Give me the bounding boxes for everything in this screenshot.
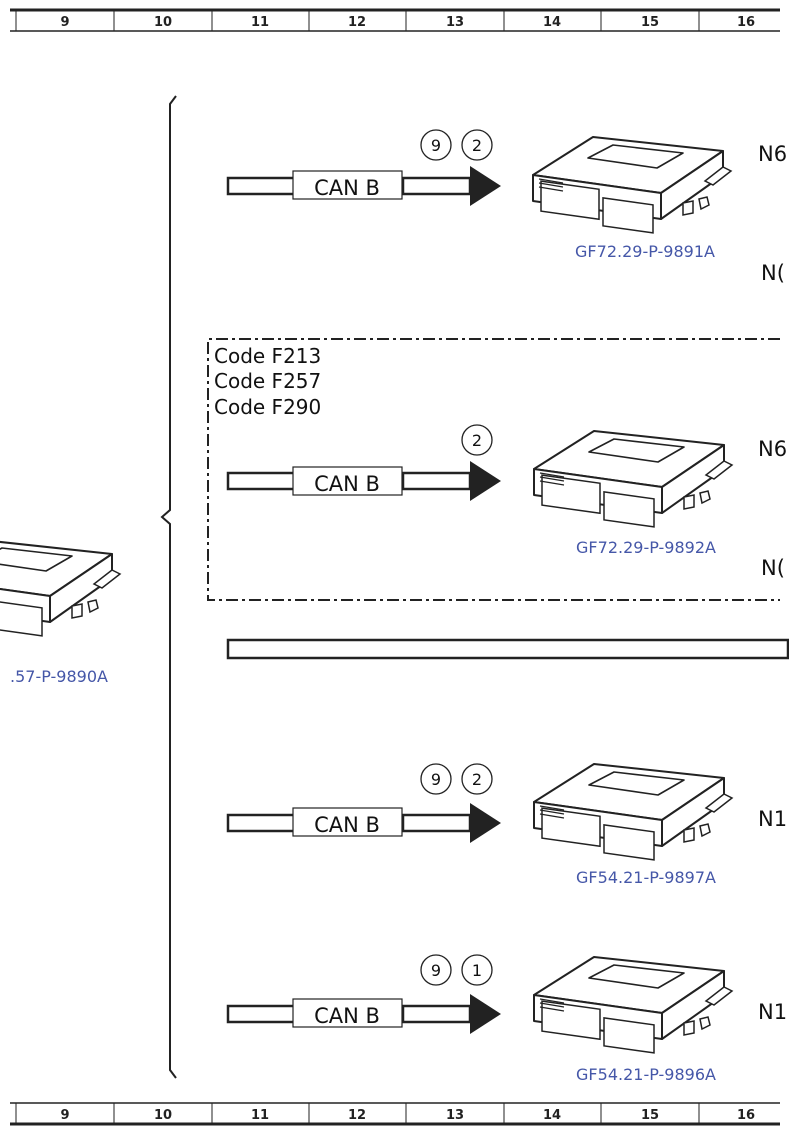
reference-link[interactable]: GF54.21-P-9897A — [576, 868, 716, 887]
grouping-brace — [160, 95, 177, 1079]
ruler-number: 16 — [737, 1108, 755, 1123]
can-bus-label: CAN B — [314, 472, 380, 496]
code-box: Code F213 Code F257 Code F290 — [207, 338, 780, 601]
connector-circle: 2 — [472, 136, 482, 155]
ruler-number: 9 — [60, 15, 69, 30]
control-unit-icon — [532, 136, 732, 234]
component-label-top: N1 — [758, 807, 787, 831]
code-line: Code F290 — [214, 395, 321, 419]
left-component-ref[interactable]: .57-P-9890A — [10, 667, 108, 686]
connector-circle: 9 — [431, 770, 441, 789]
component-label-top: N1 — [758, 1000, 787, 1024]
connector-circle: 2 — [472, 431, 482, 450]
connector-circle: 1 — [472, 961, 482, 980]
ruler-number: 15 — [641, 1108, 659, 1123]
ruler-number: 10 — [154, 15, 172, 30]
can-bus-label: CAN B — [314, 1004, 380, 1028]
ruler-number: 13 — [446, 15, 464, 30]
bus-bar — [226, 638, 789, 660]
ruler-number: 11 — [251, 1108, 269, 1123]
code-line: Code F213 — [214, 344, 321, 368]
can-bus-label: CAN B — [314, 813, 380, 837]
control-unit-icon — [533, 956, 733, 1054]
ruler-number: 9 — [60, 1108, 69, 1123]
connector-circle: 2 — [472, 770, 482, 789]
left-control-unit — [0, 539, 121, 637]
ruler-number: 11 — [251, 15, 269, 30]
can-bus-label: CAN B — [314, 176, 380, 200]
can-row: CAN B 2 GF72.29-P-9892A N6 N( — [226, 424, 787, 580]
can-row: CAN B 9 2 GF54.21-P-9897A N1 — [226, 763, 787, 887]
ruler-number: 13 — [446, 1108, 464, 1123]
component-label-top: N6 — [758, 437, 787, 461]
ruler-number: 12 — [348, 1108, 366, 1123]
top-ruler: 9 10 11 12 13 14 15 16 — [10, 8, 780, 32]
connector-circle: 9 — [431, 136, 441, 155]
ruler-number: 14 — [543, 15, 561, 30]
component-label-bottom: N( — [761, 556, 785, 580]
can-row: CAN B 9 2 GF72.29-P-9891A N6 N( — [226, 129, 787, 285]
component-label-bottom: N( — [761, 261, 785, 285]
ruler-number: 12 — [348, 15, 366, 30]
component-label-top: N6 — [758, 142, 787, 166]
reference-link[interactable]: GF54.21-P-9896A — [576, 1065, 716, 1084]
code-line: Code F257 — [214, 369, 321, 393]
reference-link[interactable]: GF72.29-P-9891A — [575, 242, 715, 261]
reference-link[interactable]: GF72.29-P-9892A — [576, 538, 716, 557]
ruler-number: 16 — [737, 15, 755, 30]
bottom-ruler: 9 10 11 12 13 14 15 16 — [10, 1102, 780, 1126]
ruler-number: 15 — [641, 15, 659, 30]
ruler-number: 14 — [543, 1108, 561, 1123]
ruler-number: 10 — [154, 1108, 172, 1123]
control-unit-icon — [533, 763, 733, 861]
connector-circle: 9 — [431, 961, 441, 980]
control-unit-icon — [533, 430, 733, 528]
can-row: CAN B 9 1 GF54.21-P-9896A N1 — [226, 954, 787, 1084]
